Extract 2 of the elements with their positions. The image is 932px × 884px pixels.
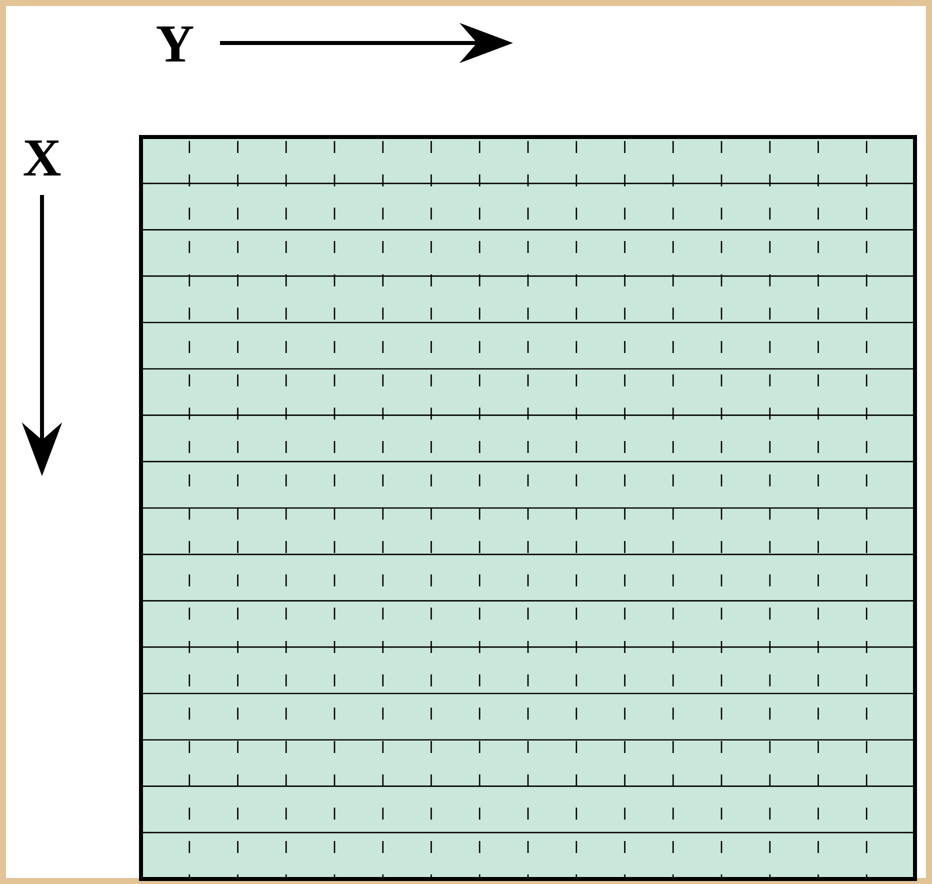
axis-label: X: [24, 140, 61, 176]
axis-label: Y: [156, 26, 194, 62]
